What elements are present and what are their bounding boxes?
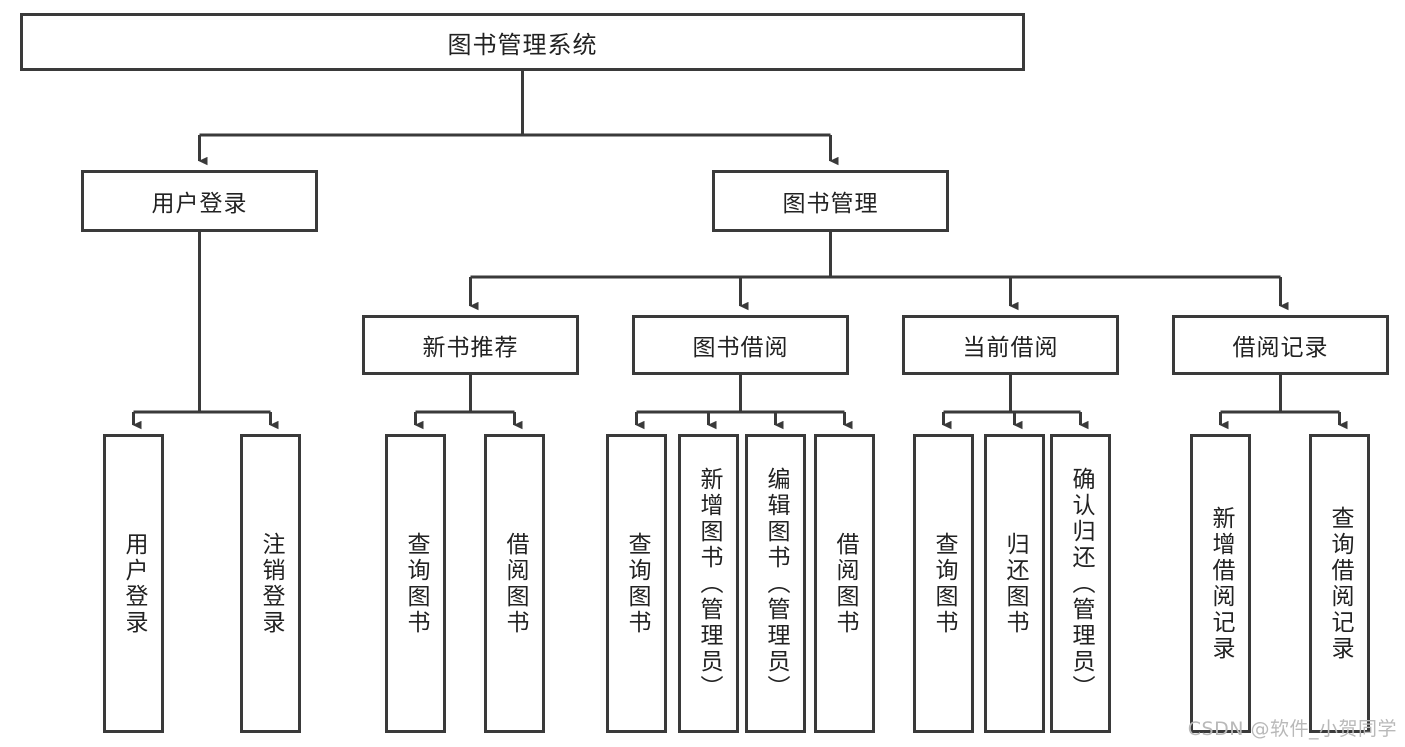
node-label-leaf-query-book-rec: 查询图书 xyxy=(403,531,429,636)
node-label-leaf-query-book-cur: 查询图书 xyxy=(931,531,957,636)
node-label-leaf-add-book: 新增图书（管理员） xyxy=(696,466,722,701)
node-leaf-confirm-return[interactable]: 确认归还（管理员） xyxy=(1050,434,1111,733)
node-new-book-rec[interactable]: 新书推荐 xyxy=(362,315,579,375)
node-leaf-user-login[interactable]: 用户登录 xyxy=(103,434,164,733)
node-leaf-borrow-book-rec[interactable]: 借阅图书 xyxy=(484,434,545,733)
node-label-borrow-record: 借阅记录 xyxy=(1232,335,1329,361)
node-label-leaf-user-login: 用户登录 xyxy=(121,531,147,636)
node-book-manage[interactable]: 图书管理 xyxy=(712,170,949,232)
node-leaf-logout[interactable]: 注销登录 xyxy=(240,434,301,733)
node-current-borrow[interactable]: 当前借阅 xyxy=(902,315,1119,375)
node-leaf-query-book-cur[interactable]: 查询图书 xyxy=(913,434,974,733)
node-leaf-query-book-borrow[interactable]: 查询图书 xyxy=(606,434,667,733)
node-user-login[interactable]: 用户登录 xyxy=(81,170,318,232)
node-leaf-borrow-book[interactable]: 借阅图书 xyxy=(814,434,875,733)
node-label-leaf-return-book: 归还图书 xyxy=(1002,531,1028,636)
node-leaf-return-book[interactable]: 归还图书 xyxy=(984,434,1045,733)
node-label-leaf-add-record: 新增借阅记录 xyxy=(1208,505,1234,662)
node-label-book-borrow: 图书借阅 xyxy=(692,335,789,361)
node-label-leaf-edit-book: 编辑图书（管理员） xyxy=(763,466,789,701)
node-label-leaf-borrow-book-rec: 借阅图书 xyxy=(502,531,528,636)
node-label-user-login: 用户登录 xyxy=(151,191,248,217)
node-label-leaf-confirm-return: 确认归还（管理员） xyxy=(1068,466,1094,701)
node-leaf-query-book-rec[interactable]: 查询图书 xyxy=(385,434,446,733)
csdn-watermark: CSDN @软件_小贺同学 xyxy=(1187,718,1397,740)
node-label-new-book-rec: 新书推荐 xyxy=(422,335,519,361)
node-label-leaf-query-record: 查询借阅记录 xyxy=(1327,505,1353,662)
node-leaf-query-record[interactable]: 查询借阅记录 xyxy=(1309,434,1370,733)
node-label-current-borrow: 当前借阅 xyxy=(962,335,1059,361)
node-label-leaf-query-book-borrow: 查询图书 xyxy=(624,531,650,636)
node-label-book-manage: 图书管理 xyxy=(782,191,879,217)
node-label-leaf-logout: 注销登录 xyxy=(258,531,284,636)
node-root[interactable]: 图书管理系统 xyxy=(20,13,1025,71)
node-borrow-record[interactable]: 借阅记录 xyxy=(1172,315,1389,375)
node-leaf-add-book[interactable]: 新增图书（管理员） xyxy=(678,434,739,733)
node-leaf-add-record[interactable]: 新增借阅记录 xyxy=(1190,434,1251,733)
node-leaf-edit-book[interactable]: 编辑图书（管理员） xyxy=(745,434,806,733)
node-label-root: 图书管理系统 xyxy=(447,30,598,59)
node-label-leaf-borrow-book: 借阅图书 xyxy=(832,531,858,636)
node-book-borrow[interactable]: 图书借阅 xyxy=(632,315,849,375)
